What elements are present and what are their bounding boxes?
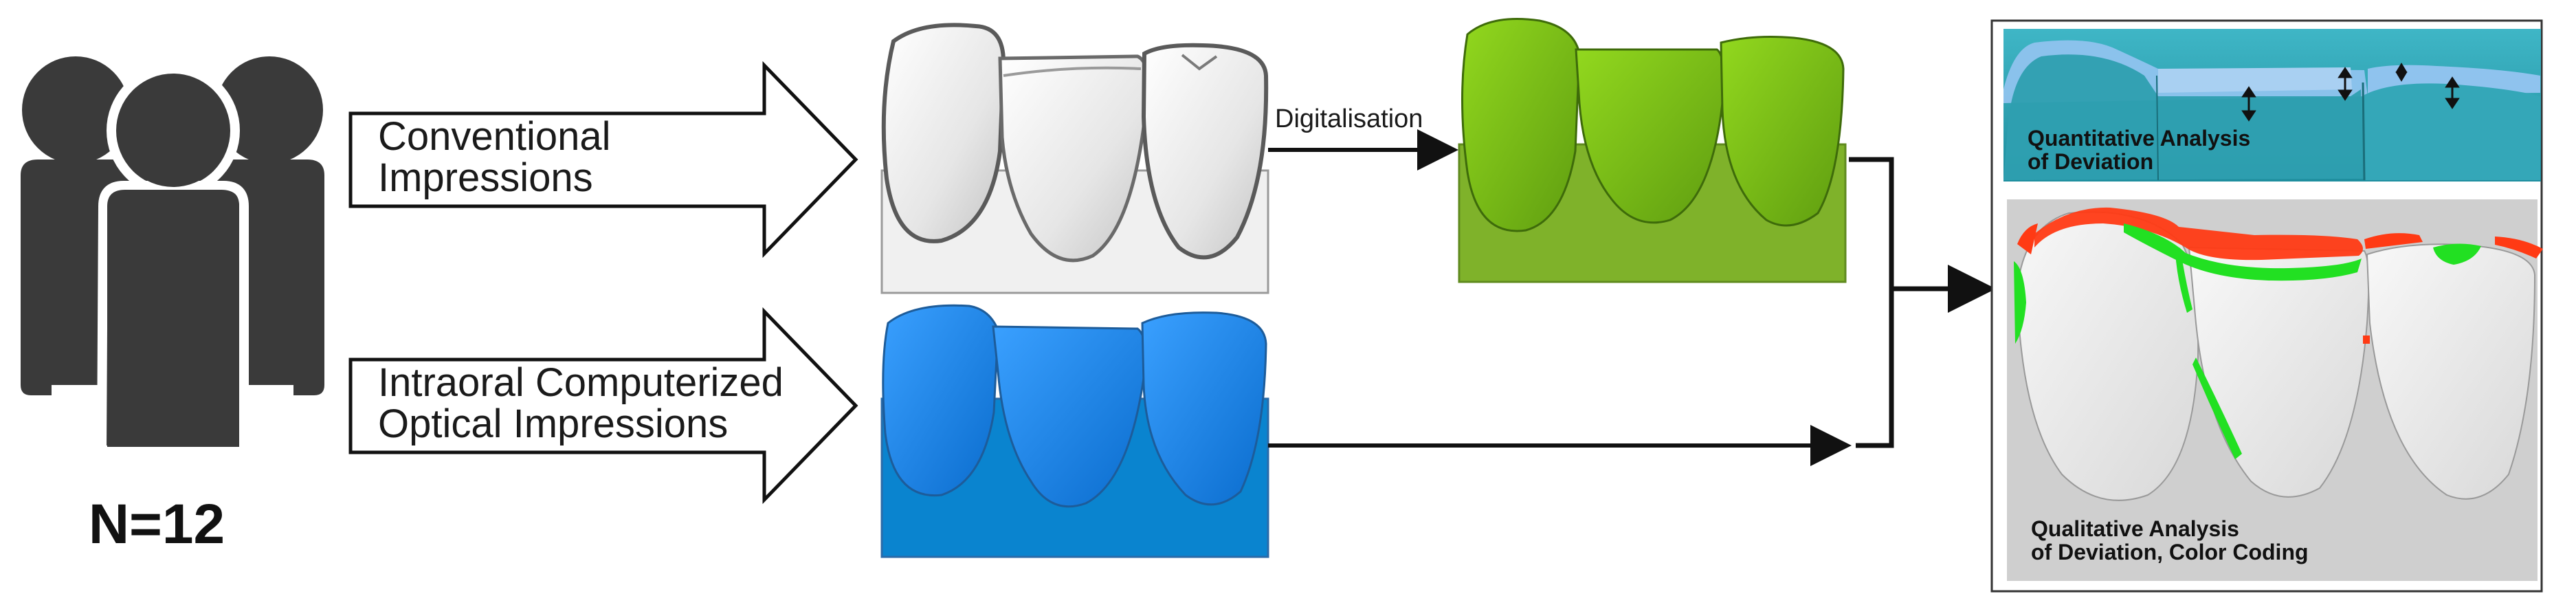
digitalised-model-image (1458, 18, 1847, 283)
quantitative-label-line2: of Deviation (2028, 149, 2153, 174)
intraoral-scan-model-image (880, 304, 1269, 558)
merge-bracket (1849, 157, 1894, 448)
conventional-branch-arrow (348, 60, 858, 258)
participants-group-icon (21, 56, 324, 455)
quantitative-label-line1: Quantitative Analysis (2028, 126, 2250, 151)
intraoral-label-line2: Optical Impressions (378, 402, 728, 446)
conventional-label-line1: Conventional (378, 114, 611, 159)
person-center-icon (96, 64, 249, 455)
deviation-measure-icon (2241, 63, 2460, 122)
qualitative-label-line2: of Deviation, Color Coding (2031, 540, 2309, 564)
qualitative-label-line1: Qualitative Analysis (2031, 516, 2239, 541)
digitalisation-label: Digitalisation (1275, 104, 1423, 133)
participant-count-label: N=12 (89, 493, 225, 556)
intraoral-branch-arrow (348, 307, 858, 505)
qualitative-color-coding-image (2007, 199, 2543, 581)
conventional-label-line2: Impressions (378, 155, 593, 200)
plaster-model-image (880, 23, 1269, 294)
intraoral-label-line1: Intraoral Computerized (378, 360, 784, 405)
quantitative-analysis-image (2003, 29, 2541, 182)
